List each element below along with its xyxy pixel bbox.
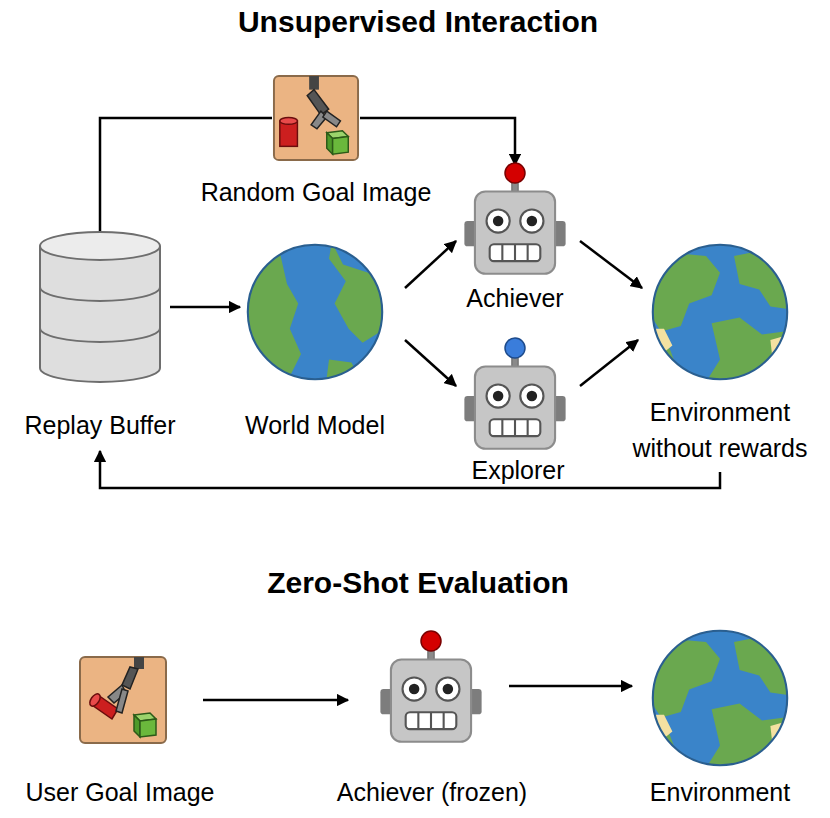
database-cylinder: [40, 232, 160, 382]
agent-node: Explorer: [462, 340, 568, 448]
flow-arrow: [203, 699, 348, 702]
agent-node: Achiever: [462, 165, 568, 273]
node-label: Achiever: [466, 280, 563, 316]
antenna-ball: [505, 338, 525, 358]
goal-image-node: User Goal Image: [78, 655, 168, 745]
robot-icon: [464, 175, 565, 274]
flow-arrow: [509, 685, 632, 688]
environment-globe: [650, 245, 790, 382]
flow-arrow: [360, 118, 515, 165]
goal-image-icon: [80, 657, 166, 743]
buffer-node: Replay Buffer: [40, 232, 160, 382]
node-label: Environment: [650, 774, 790, 810]
node-label: Achiever (frozen): [337, 774, 527, 810]
node-label: Replay Buffer: [24, 407, 175, 443]
environment-node: Environment: [650, 628, 790, 768]
flow-arrow: [100, 451, 720, 488]
antenna-ball: [505, 163, 525, 183]
goal-image-icon: [274, 76, 358, 160]
node-label: User Goal Image: [26, 774, 215, 810]
goal-image-node: Random Goal Image: [272, 73, 360, 163]
antenna-ball: [421, 631, 441, 651]
diagram-title: Unsupervised Interaction: [238, 5, 598, 39]
flow-arrow: [100, 118, 272, 232]
node-label: Environment without rewards: [618, 394, 823, 466]
agent-node: Achiever (frozen): [378, 632, 484, 740]
environment-node: Environment without rewards: [650, 242, 790, 382]
flow-arrow: [580, 340, 638, 386]
node-label: Explorer: [471, 452, 564, 488]
flow-arrow: [580, 241, 642, 288]
section-heading: Zero-Shot Evaluation: [267, 566, 569, 600]
robot-icon: [380, 643, 481, 742]
node-label: World Model: [245, 407, 385, 443]
node-label: Random Goal Image: [201, 174, 432, 210]
flow-arrow: [405, 241, 456, 288]
flow-arrow: [170, 306, 240, 309]
flow-arrow: [405, 340, 456, 386]
environment-globe: [650, 631, 790, 768]
world-model-globe: [245, 242, 385, 382]
robot-icon: [464, 350, 565, 449]
model-node: World Model: [245, 242, 385, 382]
